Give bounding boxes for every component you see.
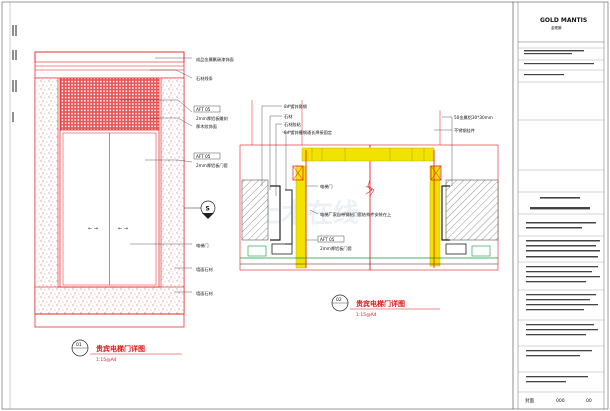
door-open-arrows: ← → [88, 226, 98, 232]
title-block-footer-left: 封面 [525, 397, 534, 404]
section-scale: 1:15@A4 [356, 312, 377, 318]
elevation-title: 贵宾电梯门详图 [96, 344, 145, 353]
label-top-finish: 成品金属氟碳漆饰面 [196, 56, 234, 63]
section-tag: AFT 05 [320, 237, 335, 242]
watermark-text: 土木在线 [255, 199, 359, 229]
right-jamb-panel [429, 165, 441, 267]
elevation-leaders [120, 57, 193, 293]
company-logo-sub: 金螳螂 [551, 25, 562, 30]
section-tag-box [317, 235, 345, 243]
stone-base-band [34, 286, 185, 315]
tag-box-1 [193, 105, 221, 113]
title-block-rows [518, 47, 604, 393]
left-jamb-anchor [292, 165, 304, 181]
section-label-1: 8#镀锌角钢 [284, 103, 307, 110]
title-badge-1-number: 01 [76, 342, 82, 348]
elevation-drawing: ← → ← → S 成品金属氟碳漆饰面 石材线条 AFT 05 2mm厚铝板雕刻… [34, 51, 234, 363]
label-panel-tag-2: AFT 05 [196, 154, 211, 159]
header-band-1 [34, 51, 185, 63]
left-angle-steel [270, 185, 281, 241]
section-right-label-2: 不锈钢挂件 [454, 127, 475, 134]
right-angle-steel [441, 185, 450, 241]
section-label-3: 石材胶粘 [284, 121, 301, 128]
label-stone-trim: 石材线条 [196, 75, 214, 82]
section-marker-arrow [202, 213, 214, 219]
left-sill [247, 245, 267, 257]
section-marker-letter: S [206, 206, 210, 213]
section-label-4: 8#镀锌槽钢通长焊接固定 [284, 129, 332, 136]
carved-aluminium-panel [59, 77, 160, 131]
section-label-2: 石材 [284, 113, 292, 120]
label-panel-tag-1: AFT 05 [196, 107, 211, 112]
section-leaders [261, 105, 453, 241]
title-block: GOLD MANTIS 金螳螂 [512, 2, 605, 409]
break-line [367, 179, 375, 197]
title-block-fine-print [524, 50, 600, 383]
right-sill [471, 245, 491, 257]
section-tag-desc: 2mm厚铝板门套 [320, 245, 353, 252]
label-panel-desc-2: 厚木纹饰面 [196, 123, 217, 130]
section-title: 贵宾电梯门详图 [356, 299, 405, 308]
right-jamb-anchor [430, 165, 442, 181]
label-door: 电梯门 [196, 242, 209, 249]
title-block-footer-right: 00 [586, 398, 592, 404]
tag-box-2 [193, 152, 221, 160]
section-right-label-1: 50金属铝30*30mm [454, 114, 493, 121]
left-edge-ticks [12, 25, 17, 122]
title-block-footer-mid: 000 [556, 398, 565, 404]
label-panel-desc-3: 2mm厚铝板门套 [196, 162, 229, 169]
stone-column-left [34, 77, 59, 315]
section-drawing: 8#镀锌角钢 石材 石材胶粘 8#镀锌槽钢通长焊接固定 电梯门 电梯厂家自带钢制… [239, 100, 499, 318]
label-material-2: 墙面石材 [196, 290, 213, 297]
company-logo: GOLD MANTIS [540, 17, 587, 24]
title-badge-2-number: 02 [336, 297, 342, 303]
section-note: 电梯厂家自带钢制门套结构件安装在上 [320, 211, 391, 218]
left-wall-hatch [241, 179, 269, 241]
right-wall-hatch [445, 179, 499, 241]
left-jamb-panel [295, 165, 307, 269]
elevation-scale: 1:15@A4 [96, 357, 117, 363]
stone-column-right [160, 77, 185, 315]
label-material-1: 墙面石材 [196, 266, 213, 273]
door-open-arrows-right: ← → [118, 226, 128, 232]
label-panel-desc-1: 2mm厚铝板雕刻 [196, 115, 228, 122]
left-sill-steel [271, 243, 293, 255]
right-sill-steel [445, 243, 467, 255]
top-beam-ticks [311, 148, 425, 161]
section-door-label: 电梯门 [320, 183, 333, 190]
